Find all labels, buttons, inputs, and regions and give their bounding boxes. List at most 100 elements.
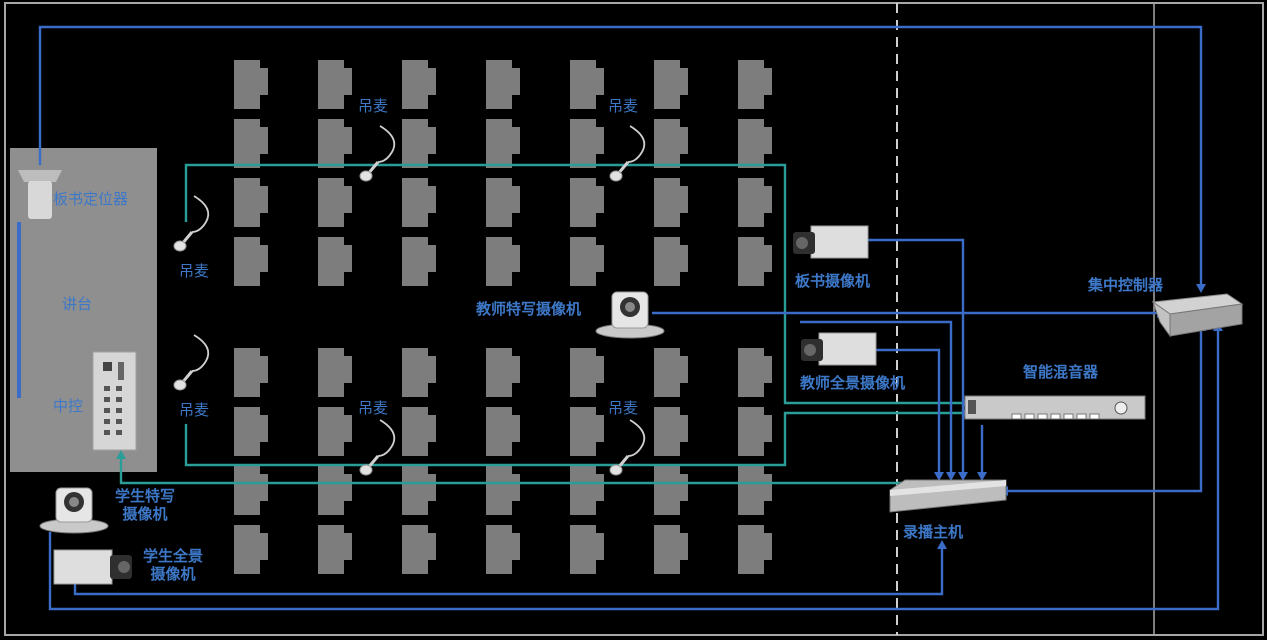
- seat: [486, 525, 520, 574]
- seat: [486, 466, 520, 515]
- recording-host-label: 录播主机: [903, 523, 964, 541]
- seat: [654, 348, 688, 397]
- seat: [654, 60, 688, 109]
- seat: [570, 178, 604, 227]
- hanging-microphone-icon: [359, 125, 396, 182]
- arrow-host-bottom: [937, 540, 947, 549]
- seat: [318, 178, 352, 227]
- seat-grid: [234, 60, 772, 574]
- arrow-host-1: [934, 472, 944, 481]
- central-controller-icon: [1151, 293, 1244, 338]
- teacher-closeup-camera-label: 教师特写摄像机: [476, 300, 582, 318]
- teal-mic-cable-bottom: [184, 411, 965, 467]
- seat: [402, 407, 436, 456]
- seat: [570, 60, 604, 109]
- blue-boardcam-cable: [868, 238, 965, 478]
- seat: [570, 237, 604, 286]
- seat: [738, 60, 772, 109]
- arrow-central-control: [116, 450, 126, 459]
- blue-student-closeup-cable: [48, 330, 1220, 611]
- arrow-host-4: [977, 472, 987, 481]
- control-panel-icon: [92, 351, 137, 451]
- hanging-microphone-icon: [359, 419, 396, 476]
- seat: [402, 348, 436, 397]
- blue-host-controller-cable: [1008, 330, 1203, 493]
- board-locator-label: 板书定位器: [53, 190, 129, 208]
- ptz-camera-icon: [595, 291, 665, 339]
- podium-label: 讲台: [62, 295, 93, 313]
- hanging-microphone-icon: [609, 125, 646, 182]
- arrow-host-2: [946, 472, 956, 481]
- seat: [738, 237, 772, 286]
- seat: [654, 178, 688, 227]
- board-locator-icon: [18, 170, 62, 219]
- seat: [318, 407, 352, 456]
- hanging-microphone-icon: [609, 419, 646, 476]
- seat: [486, 60, 520, 109]
- seat: [234, 178, 268, 227]
- seat: [234, 60, 268, 109]
- blackboard-bar: [17, 222, 21, 398]
- seat: [318, 466, 352, 515]
- hanging-microphone-icon: [173, 334, 210, 391]
- smart-mixer-label: 智能混音器: [1023, 363, 1099, 381]
- blue-locator-cable: [38, 25, 1203, 285]
- box-camera-icon: [53, 549, 132, 585]
- seat: [654, 237, 688, 286]
- seat: [234, 466, 268, 515]
- teal-mic-cable-top: [184, 163, 965, 405]
- seat: [654, 525, 688, 574]
- seat: [318, 119, 352, 168]
- seat: [738, 348, 772, 397]
- seat: [234, 119, 268, 168]
- student-panorama-camera-label-line1: 学生全景: [142, 547, 203, 565]
- box-camera-icon: [801, 332, 877, 366]
- seat: [234, 407, 268, 456]
- mic-label: 吊麦: [358, 399, 389, 417]
- recording-host-icon: [889, 479, 1007, 513]
- seat: [486, 348, 520, 397]
- board-camera-label: 板书摄像机: [795, 272, 871, 290]
- seat: [570, 525, 604, 574]
- mic-label: 吊麦: [358, 97, 389, 115]
- blue-student-pano-cable: [73, 548, 944, 596]
- seat: [402, 60, 436, 109]
- seat: [738, 525, 772, 574]
- seat: [654, 466, 688, 515]
- audio-mixer-icon: [964, 395, 1146, 420]
- student-panorama-camera-label-line2: 摄像机: [150, 565, 196, 583]
- box-camera-icon: [793, 225, 869, 259]
- teacher-panorama-camera-label: 教师全景摄像机: [800, 374, 906, 392]
- seat: [738, 407, 772, 456]
- seat: [402, 237, 436, 286]
- arrow-host-3: [958, 472, 968, 481]
- seat: [570, 466, 604, 515]
- seat: [654, 119, 688, 168]
- seat: [486, 119, 520, 168]
- seat: [318, 60, 352, 109]
- seat: [234, 348, 268, 397]
- blue-panorama-cable: [876, 348, 941, 478]
- seat: [570, 119, 604, 168]
- ptz-camera-icon: [39, 487, 109, 534]
- cable-lines: [38, 25, 1220, 611]
- room-frame: [4, 2, 1264, 636]
- seat: [402, 466, 436, 515]
- central-controller-label: 集中控制器: [1088, 276, 1164, 294]
- seat: [318, 237, 352, 286]
- seat: [486, 407, 520, 456]
- arrow-controller-top: [1196, 284, 1206, 293]
- mic-label: 吊麦: [179, 401, 210, 419]
- mic-label: 吊麦: [608, 97, 639, 115]
- student-panorama-camera-label: 学生全景 摄像机: [134, 547, 212, 583]
- seat: [234, 237, 268, 286]
- seat: [486, 237, 520, 286]
- hanging-microphone-icon: [173, 195, 210, 252]
- student-closeup-camera-label-line2: 摄像机: [122, 505, 168, 523]
- seat: [654, 407, 688, 456]
- seat: [234, 525, 268, 574]
- seat: [402, 525, 436, 574]
- seat: [570, 407, 604, 456]
